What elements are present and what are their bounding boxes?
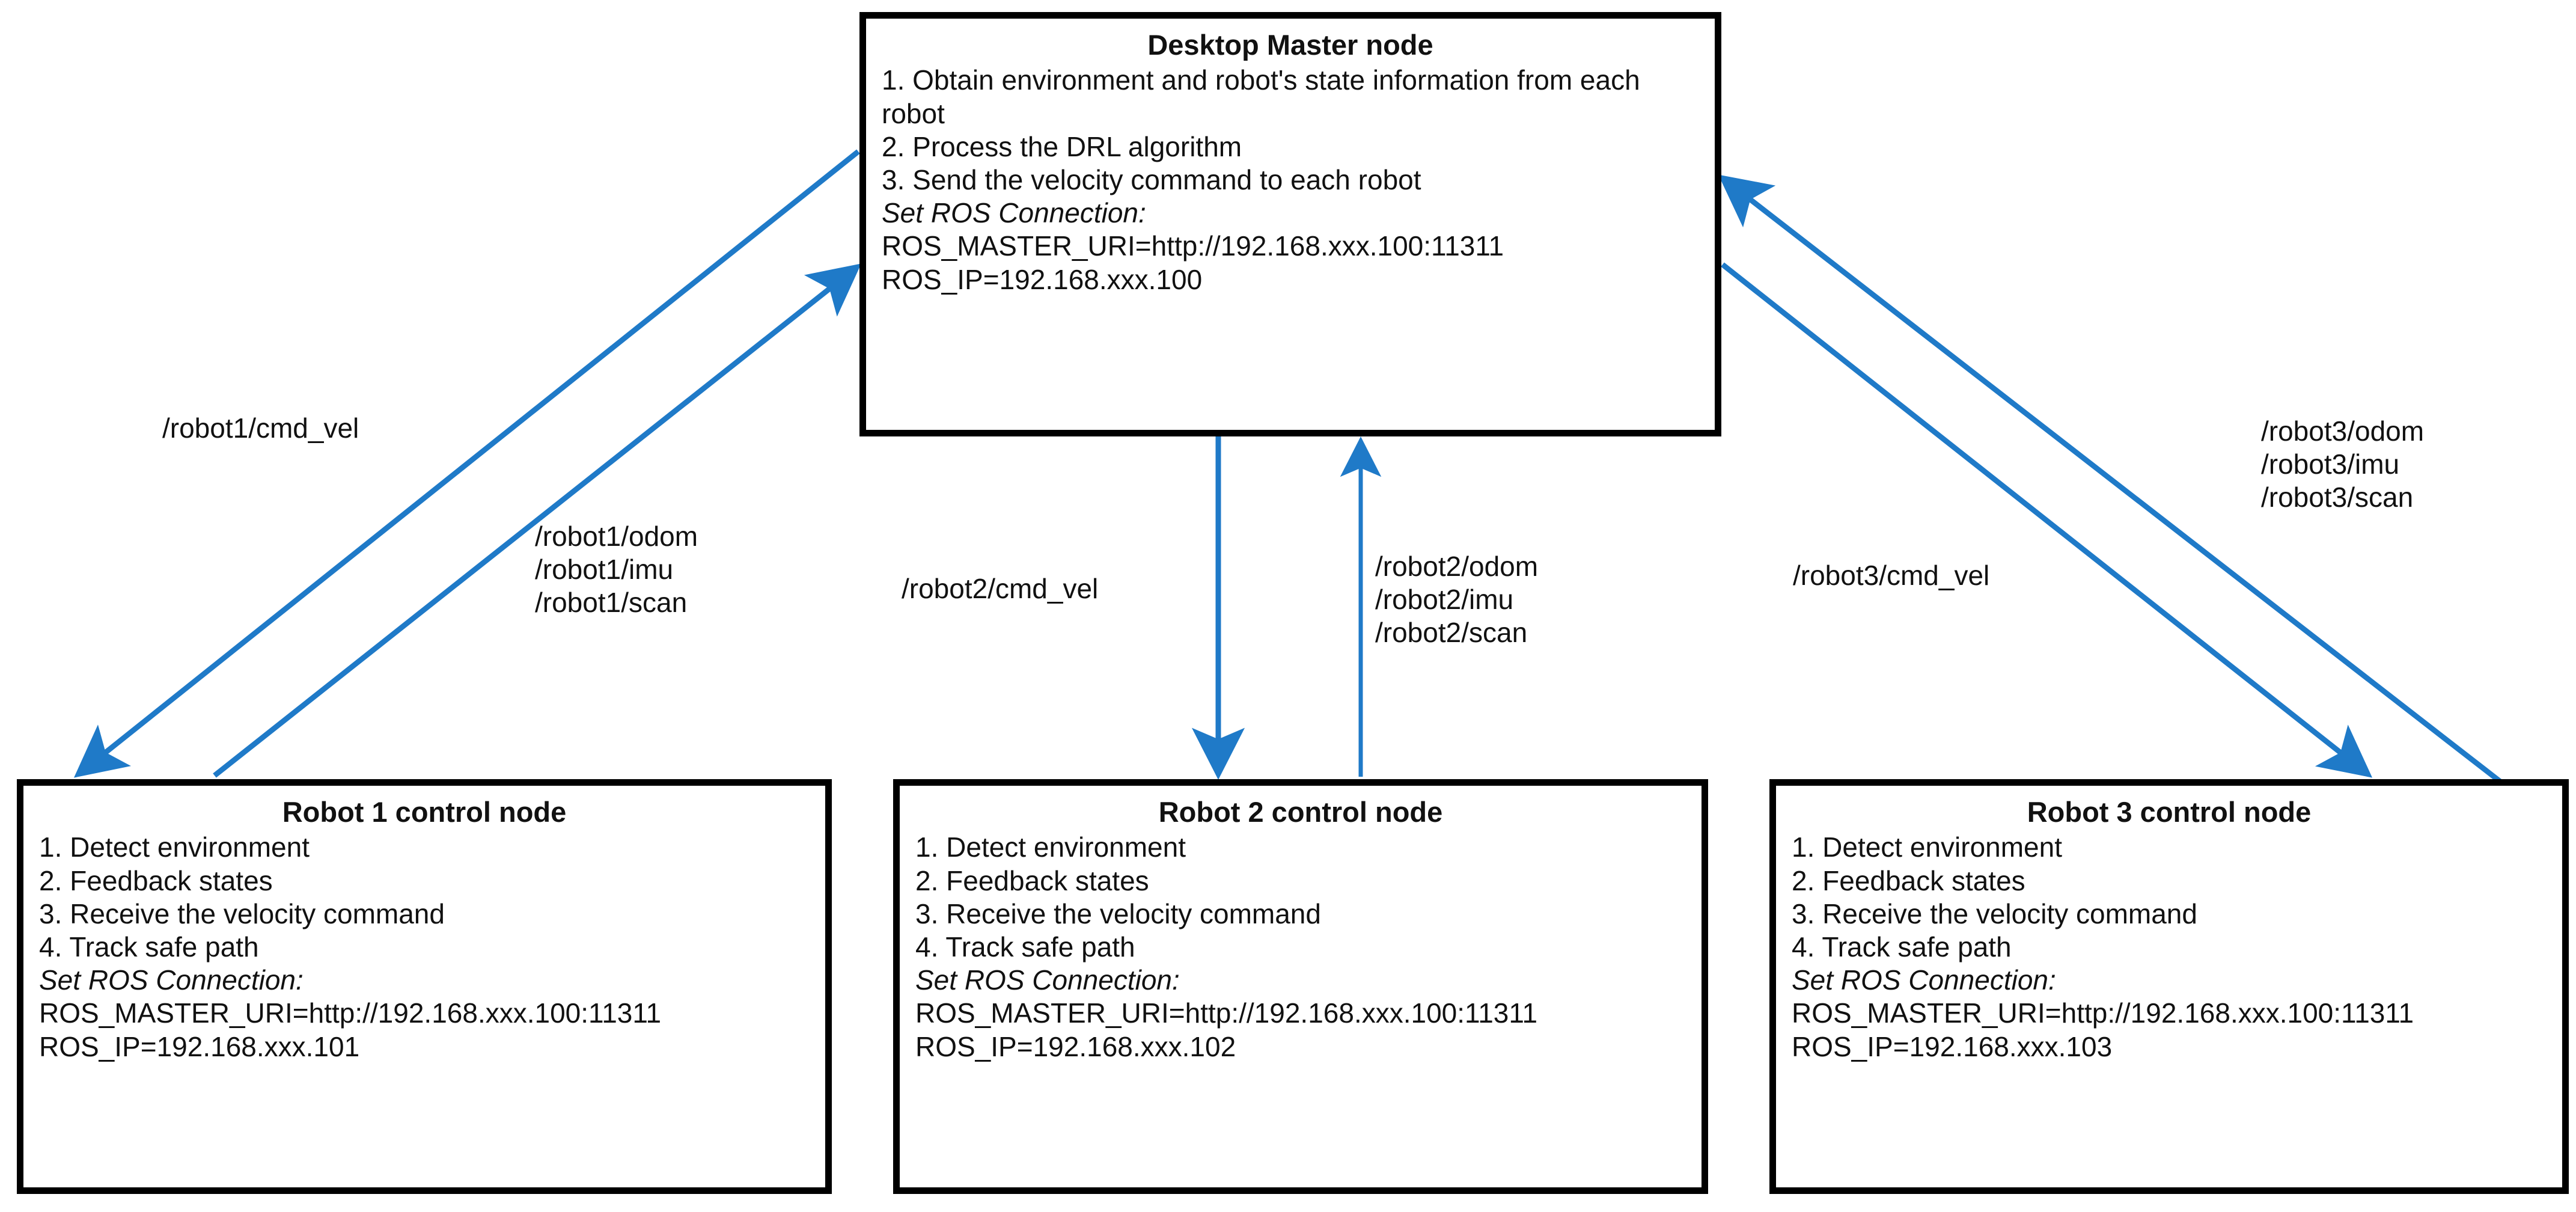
ros-connection-heading-master: Set ROS Connection:	[882, 197, 1146, 229]
node-title-robot3: Robot 3 control node	[2027, 796, 2312, 828]
edge-robot3-cmd-vel	[1721, 262, 2373, 778]
node-line-robot1-4: 4. Track safe path	[39, 931, 259, 963]
edge-label-robot1-cmd-vel: /robot1/cmd_vel	[162, 412, 359, 445]
node-desktop-master[interactable]: Desktop Master node 1. Obtain environmen…	[859, 12, 1721, 436]
edge-label-robot2-scan: /robot2/scan	[1375, 617, 1528, 649]
ros-ip-robot1: ROS_IP=192.168.xxx.101	[39, 1030, 360, 1062]
node-line-robot2-1: 1. Detect environment	[915, 831, 1186, 863]
node-line-robot2-3: 3. Receive the velocity command	[915, 898, 1321, 929]
edge-label-robot2-cmd-vel: /robot2/cmd_vel	[902, 572, 1098, 605]
node-robot1-control[interactable]: Robot 1 control node 1. Detect environme…	[17, 779, 832, 1194]
node-title-robot1: Robot 1 control node	[282, 796, 567, 828]
edge-label-robot2-odom: /robot2/odom	[1375, 551, 1539, 582]
node-robot2-control[interactable]: Robot 2 control node 1. Detect environme…	[893, 779, 1708, 1194]
node-body-robot1: 1. Detect environment 2. Feedback states…	[39, 831, 810, 1063]
edge-label-robot1-cmd-vel-text: /robot1/cmd_vel	[162, 412, 359, 444]
edge-label-robot3-scan: /robot3/scan	[2261, 482, 2414, 513]
edge-label-robot1-odom: /robot1/odom	[535, 521, 698, 552]
node-line-robot1-1: 1. Detect environment	[39, 831, 310, 863]
ros-master-uri-robot2: ROS_MASTER_URI=http://192.168.xxx.100:11…	[915, 997, 1538, 1029]
ros-connection-heading-robot2: Set ROS Connection:	[915, 964, 1180, 996]
edge-label-robot2-sensors: /robot2/odom /robot2/imu /robot2/scan	[1375, 550, 1538, 650]
ros-ip-robot3: ROS_IP=192.168.xxx.103	[1792, 1030, 2113, 1062]
edge-label-robot3-cmd-vel: /robot3/cmd_vel	[1793, 559, 1989, 592]
edge-label-robot2-cmd-vel-text: /robot2/cmd_vel	[902, 573, 1099, 604]
edge-label-robot2-imu: /robot2/imu	[1375, 584, 1514, 616]
ros-connection-heading-robot3: Set ROS Connection:	[1792, 964, 2056, 996]
node-line-master-2: 2. Process the DRL algorithm	[882, 130, 1242, 162]
node-robot3-control[interactable]: Robot 3 control node 1. Detect environme…	[1769, 779, 2569, 1194]
ros-master-uri-robot1: ROS_MASTER_URI=http://192.168.xxx.100:11…	[39, 997, 662, 1029]
node-line-robot1-3: 3. Receive the velocity command	[39, 898, 445, 929]
node-body-master: 1. Obtain environment and robot's state …	[882, 64, 1699, 296]
node-line-master-1: 1. Obtain environment and robot's state …	[882, 64, 1640, 129]
node-line-robot3-3: 3. Receive the velocity command	[1792, 898, 2197, 929]
edge-robot1-sensors	[213, 263, 862, 778]
node-line-robot1-2: 2. Feedback states	[39, 865, 273, 896]
node-line-robot3-2: 2. Feedback states	[1792, 865, 2025, 896]
ros-connection-heading-robot1: Set ROS Connection:	[39, 964, 304, 996]
node-title-master: Desktop Master node	[1147, 29, 1433, 61]
node-body-robot3: 1. Detect environment 2. Feedback states…	[1792, 831, 2547, 1063]
ros-master-uri-robot3: ROS_MASTER_URI=http://192.168.xxx.100:11…	[1792, 997, 2414, 1029]
edge-label-robot3-odom: /robot3/odom	[2261, 415, 2425, 447]
node-line-robot2-4: 4. Track safe path	[915, 931, 1135, 963]
edge-robot1-cmd-vel	[73, 149, 860, 778]
node-line-master-3: 3. Send the velocity command to each rob…	[882, 164, 1421, 196]
edge-robot3-sensors	[1718, 174, 2502, 784]
edge-label-robot1-imu: /robot1/imu	[535, 554, 674, 586]
node-body-robot2: 1. Detect environment 2. Feedback states…	[915, 831, 1686, 1063]
node-line-robot3-1: 1. Detect environment	[1792, 831, 2063, 863]
node-line-robot3-4: 4. Track safe path	[1792, 931, 2012, 963]
node-line-robot2-2: 2. Feedback states	[915, 865, 1149, 896]
edge-label-robot3-imu: /robot3/imu	[2261, 448, 2400, 480]
edge-label-robot3-sensors: /robot3/odom /robot3/imu /robot3/scan	[2261, 415, 2424, 515]
node-title-robot2: Robot 2 control node	[1158, 796, 1443, 828]
edge-label-robot1-scan: /robot1/scan	[535, 587, 688, 619]
ros-master-uri-master: ROS_MASTER_URI=http://192.168.xxx.100:11…	[882, 230, 1504, 262]
edge-label-robot1-sensors: /robot1/odom /robot1/imu /robot1/scan	[535, 520, 698, 620]
ros-ip-robot2: ROS_IP=192.168.xxx.102	[915, 1030, 1236, 1062]
edge-label-robot3-cmd-vel-text: /robot3/cmd_vel	[1793, 560, 1990, 591]
ros-ip-master: ROS_IP=192.168.xxx.100	[882, 263, 1203, 295]
